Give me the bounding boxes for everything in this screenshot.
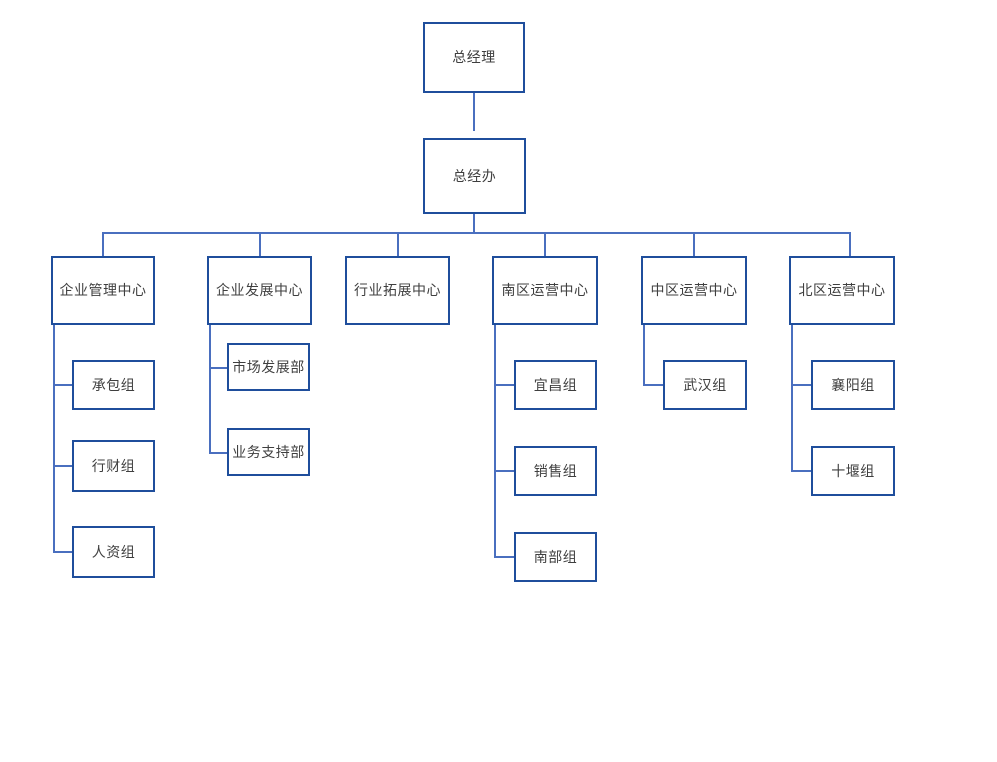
node-label: 承包组 — [91, 376, 136, 393]
connector-root-to-office — [473, 93, 475, 131]
node-sales-group[interactable]: 销售组 — [514, 446, 597, 496]
node-label: 销售组 — [533, 462, 578, 479]
connector-c6-spine — [791, 325, 793, 471]
connector-office-stem — [473, 214, 475, 234]
node-label: 南区运营中心 — [501, 282, 589, 299]
node-label: 宜昌组 — [533, 376, 578, 393]
connector-c4-to-c4a — [494, 384, 514, 386]
connector-bus-to-c2 — [259, 232, 261, 256]
connector-c6-to-c6b — [791, 470, 812, 472]
connector-bus-to-c4 — [544, 232, 546, 256]
connector-c1-to-c1c — [53, 551, 73, 553]
node-business-support-dept[interactable]: 业务支持部 — [227, 428, 310, 476]
node-label: 企业管理中心 — [59, 282, 147, 299]
node-contracting-group[interactable]: 承包组 — [72, 360, 155, 410]
connector-bus-to-c3 — [397, 232, 399, 256]
connector-c2-spine — [209, 325, 211, 453]
node-label: 武汉组 — [683, 376, 727, 393]
node-label: 行业拓展中心 — [354, 282, 441, 299]
connector-c4-to-c4b — [494, 470, 514, 472]
connector-c2-to-c2b — [209, 452, 228, 454]
node-general-manager[interactable]: 总经理 — [423, 22, 525, 93]
connector-c1-to-c1a — [53, 384, 73, 386]
node-enterprise-management-center[interactable]: 企业管理中心 — [51, 256, 155, 325]
connector-c6-to-c6a — [791, 384, 812, 386]
node-industry-expansion-center[interactable]: 行业拓展中心 — [345, 256, 450, 325]
node-label: 南部组 — [533, 548, 578, 565]
node-southern-group[interactable]: 南部组 — [514, 532, 597, 582]
node-enterprise-development-center[interactable]: 企业发展中心 — [207, 256, 312, 325]
node-human-resources-group[interactable]: 人资组 — [72, 526, 155, 578]
node-label: 人资组 — [91, 543, 136, 560]
node-label: 十堰组 — [831, 462, 875, 479]
connector-c5-to-c5a — [643, 384, 664, 386]
node-label: 行财组 — [91, 457, 136, 474]
connector-c4-spine — [494, 325, 496, 557]
connector-c5-spine — [643, 325, 645, 384]
node-wuhan-group[interactable]: 武汉组 — [663, 360, 747, 410]
connector-bus-to-c1 — [102, 232, 104, 256]
node-label: 总经理 — [452, 49, 496, 66]
connector-c1-spine — [53, 325, 55, 552]
connector-c2-to-c2a — [209, 367, 228, 369]
connector-bus-to-c5 — [693, 232, 695, 256]
connector-c4-to-c4c — [494, 556, 514, 558]
node-xiangyang-group[interactable]: 襄阳组 — [811, 360, 895, 410]
node-label: 总经办 — [452, 167, 497, 184]
node-shiyan-group[interactable]: 十堰组 — [811, 446, 895, 496]
node-central-operations-center[interactable]: 中区运营中心 — [641, 256, 747, 325]
node-yichang-group[interactable]: 宜昌组 — [514, 360, 597, 410]
node-label: 业务支持部 — [232, 443, 305, 460]
node-general-manager-office[interactable]: 总经办 — [423, 138, 526, 214]
node-north-operations-center[interactable]: 北区运营中心 — [789, 256, 895, 325]
node-label: 市场发展部 — [232, 358, 305, 375]
node-label: 企业发展中心 — [216, 282, 303, 299]
node-label: 襄阳组 — [831, 376, 875, 393]
node-south-operations-center[interactable]: 南区运营中心 — [492, 256, 598, 325]
node-market-development-dept[interactable]: 市场发展部 — [227, 343, 310, 391]
connector-bus-to-c6 — [849, 232, 851, 256]
node-admin-finance-group[interactable]: 行财组 — [72, 440, 155, 492]
connector-c1-to-c1b — [53, 465, 73, 467]
node-label: 北区运营中心 — [798, 282, 886, 299]
node-label: 中区运营中心 — [650, 282, 738, 299]
connector-level2-bus — [102, 232, 850, 234]
